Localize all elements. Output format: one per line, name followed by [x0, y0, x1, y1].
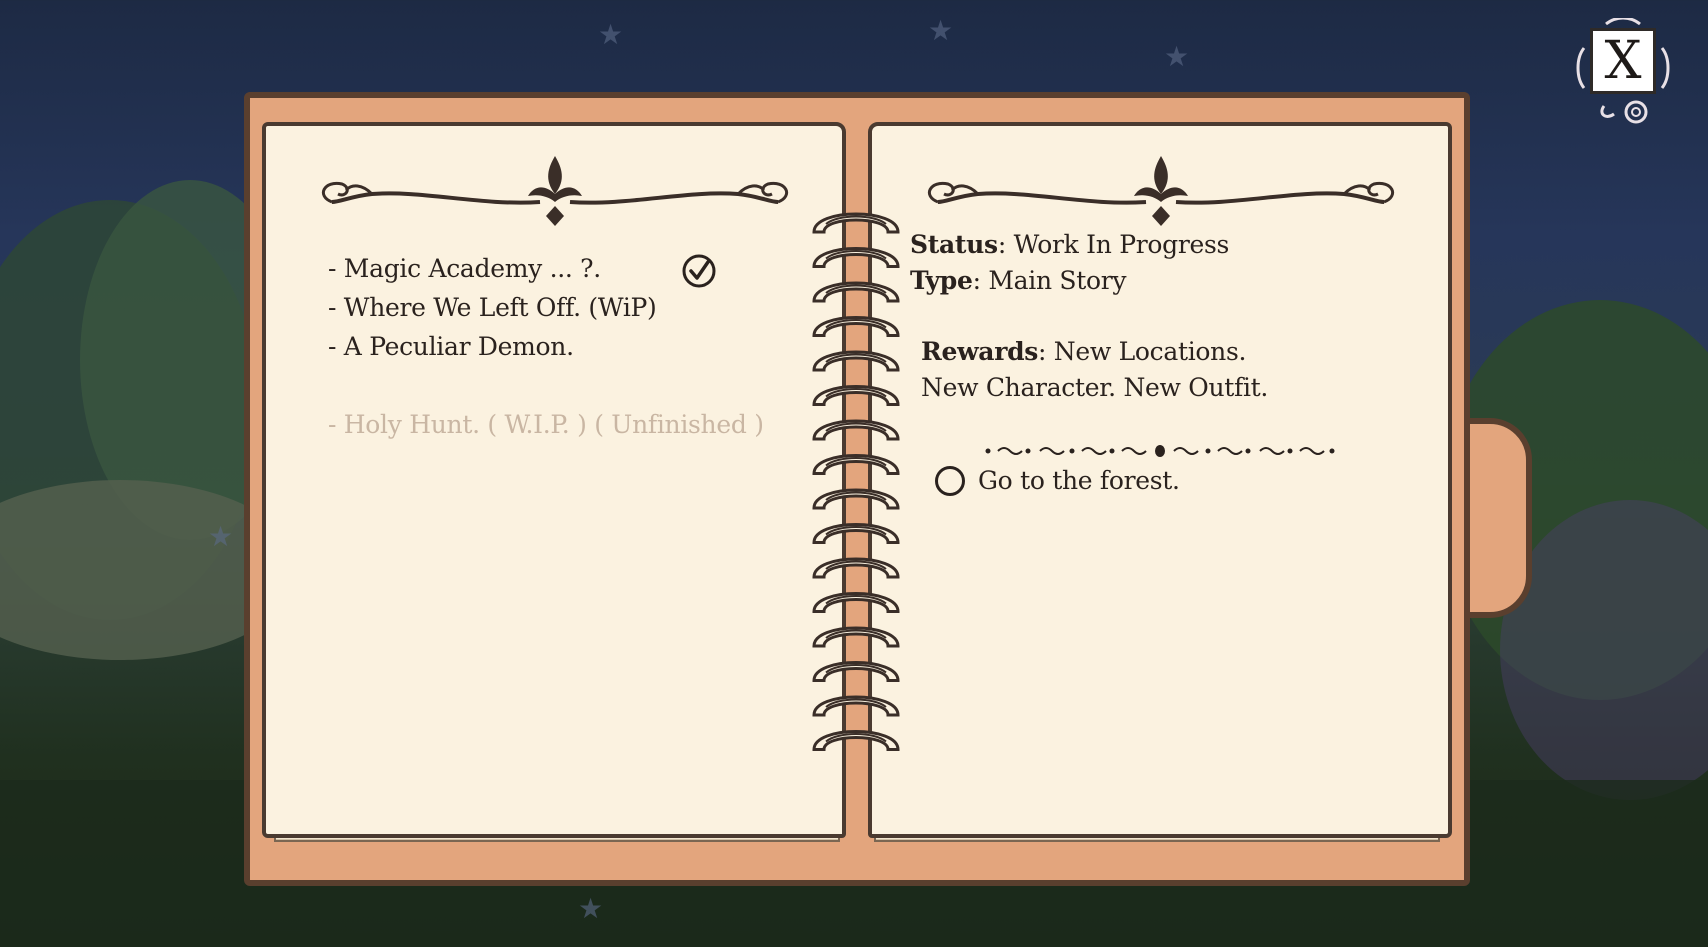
spiral-ring [812, 454, 900, 475]
star-decoration: ★ [1164, 40, 1190, 73]
spiral-ring [812, 385, 900, 406]
rewards-label: Rewards [921, 337, 1039, 366]
spiral-ring [812, 592, 900, 613]
right-page [868, 122, 1452, 838]
quest-item-magic-academy[interactable]: - Magic Academy ... ?. [328, 254, 601, 283]
fleur-de-lis-ornament [321, 156, 789, 226]
dotted-divider-ornament [985, 445, 1335, 457]
spiral-ring [812, 488, 900, 510]
close-frame-ornament [1576, 18, 1670, 124]
close-icon[interactable]: X [1590, 28, 1656, 94]
status-value: : Work In Progress [997, 230, 1230, 259]
star-decoration: ★ [208, 520, 234, 553]
star-decoration: ★ [928, 14, 954, 47]
rewards-line: Rewards: New Locations. [921, 337, 1246, 366]
spiral-ring [812, 212, 900, 234]
spiral-binding [812, 212, 900, 751]
quest-item-where-we-left-off[interactable]: - Where We Left Off. (WiP) [328, 293, 657, 322]
rewards-value: : New Locations. [1038, 337, 1247, 366]
quest-item-holy-hunt[interactable]: - Holy Hunt. ( W.I.P. ) ( Unfinished ) [328, 410, 764, 439]
star-decoration: ★ [578, 892, 604, 925]
quest-item-peculiar-demon[interactable]: - A Peculiar Demon. [328, 332, 574, 361]
rewards-line-2: New Character. New Outfit. [921, 373, 1269, 402]
close-button-frame[interactable]: X [1576, 18, 1670, 126]
spiral-ring [812, 281, 900, 303]
star-decoration: ★ [598, 18, 624, 51]
checkmark-icon [682, 254, 716, 288]
background-bush [1500, 500, 1708, 800]
spiral-ring [812, 626, 900, 648]
spiral-ring [812, 247, 900, 268]
spiral-ring [812, 316, 900, 337]
type-label: Type [910, 266, 973, 295]
spiral-ring [812, 523, 900, 544]
spiral-ring [812, 557, 900, 579]
spiral-ring [812, 419, 900, 441]
spiral-ring [812, 730, 900, 751]
spiral-ring [812, 661, 900, 682]
spiral-ring [812, 350, 900, 372]
left-page [262, 122, 846, 838]
status-label: Status [910, 230, 998, 259]
type-line: Type: Main Story [910, 266, 1127, 295]
spiral-ring [812, 695, 900, 717]
objective-text: Go to the forest. [978, 466, 1180, 495]
objective-circle-icon[interactable] [935, 466, 965, 496]
type-value: : Main Story [972, 266, 1127, 295]
status-line: Status: Work In Progress [910, 230, 1229, 259]
fleur-de-lis-ornament [927, 156, 1395, 226]
